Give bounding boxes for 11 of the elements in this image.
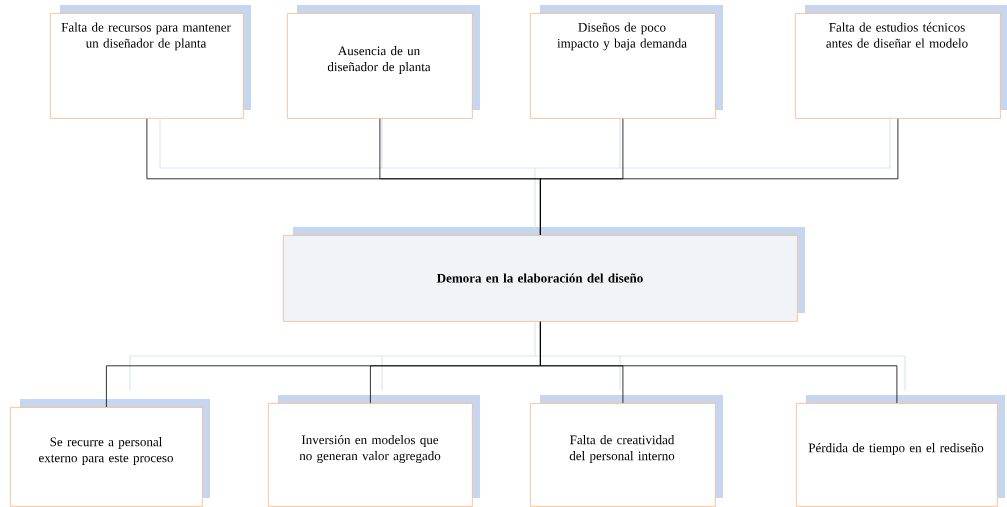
connector-line (540, 321, 898, 404)
effect-box: Inversión en modelos que no generan valor agregado (268, 403, 473, 507)
cause-box: Falta de estudios técnicos antes de diseñar el modelo (795, 13, 1001, 119)
effect-box: Pérdida de tiempo en el rediseño (796, 403, 998, 507)
cause-box: Falta de recursos para mantener un diseñador de planta (50, 13, 244, 119)
cause-box: Diseños de poco impacto y baja demanda (530, 13, 716, 119)
problem-box: Demora en la elaboración del diseño (283, 235, 798, 322)
connector-line (540, 118, 899, 236)
effect-box: Se recurre a personal externo para este proceso (10, 407, 203, 507)
cause-box: Ausencia de un diseñador de planta (287, 13, 473, 119)
effect-box: Falta de creatividad del personal interno (530, 403, 716, 507)
